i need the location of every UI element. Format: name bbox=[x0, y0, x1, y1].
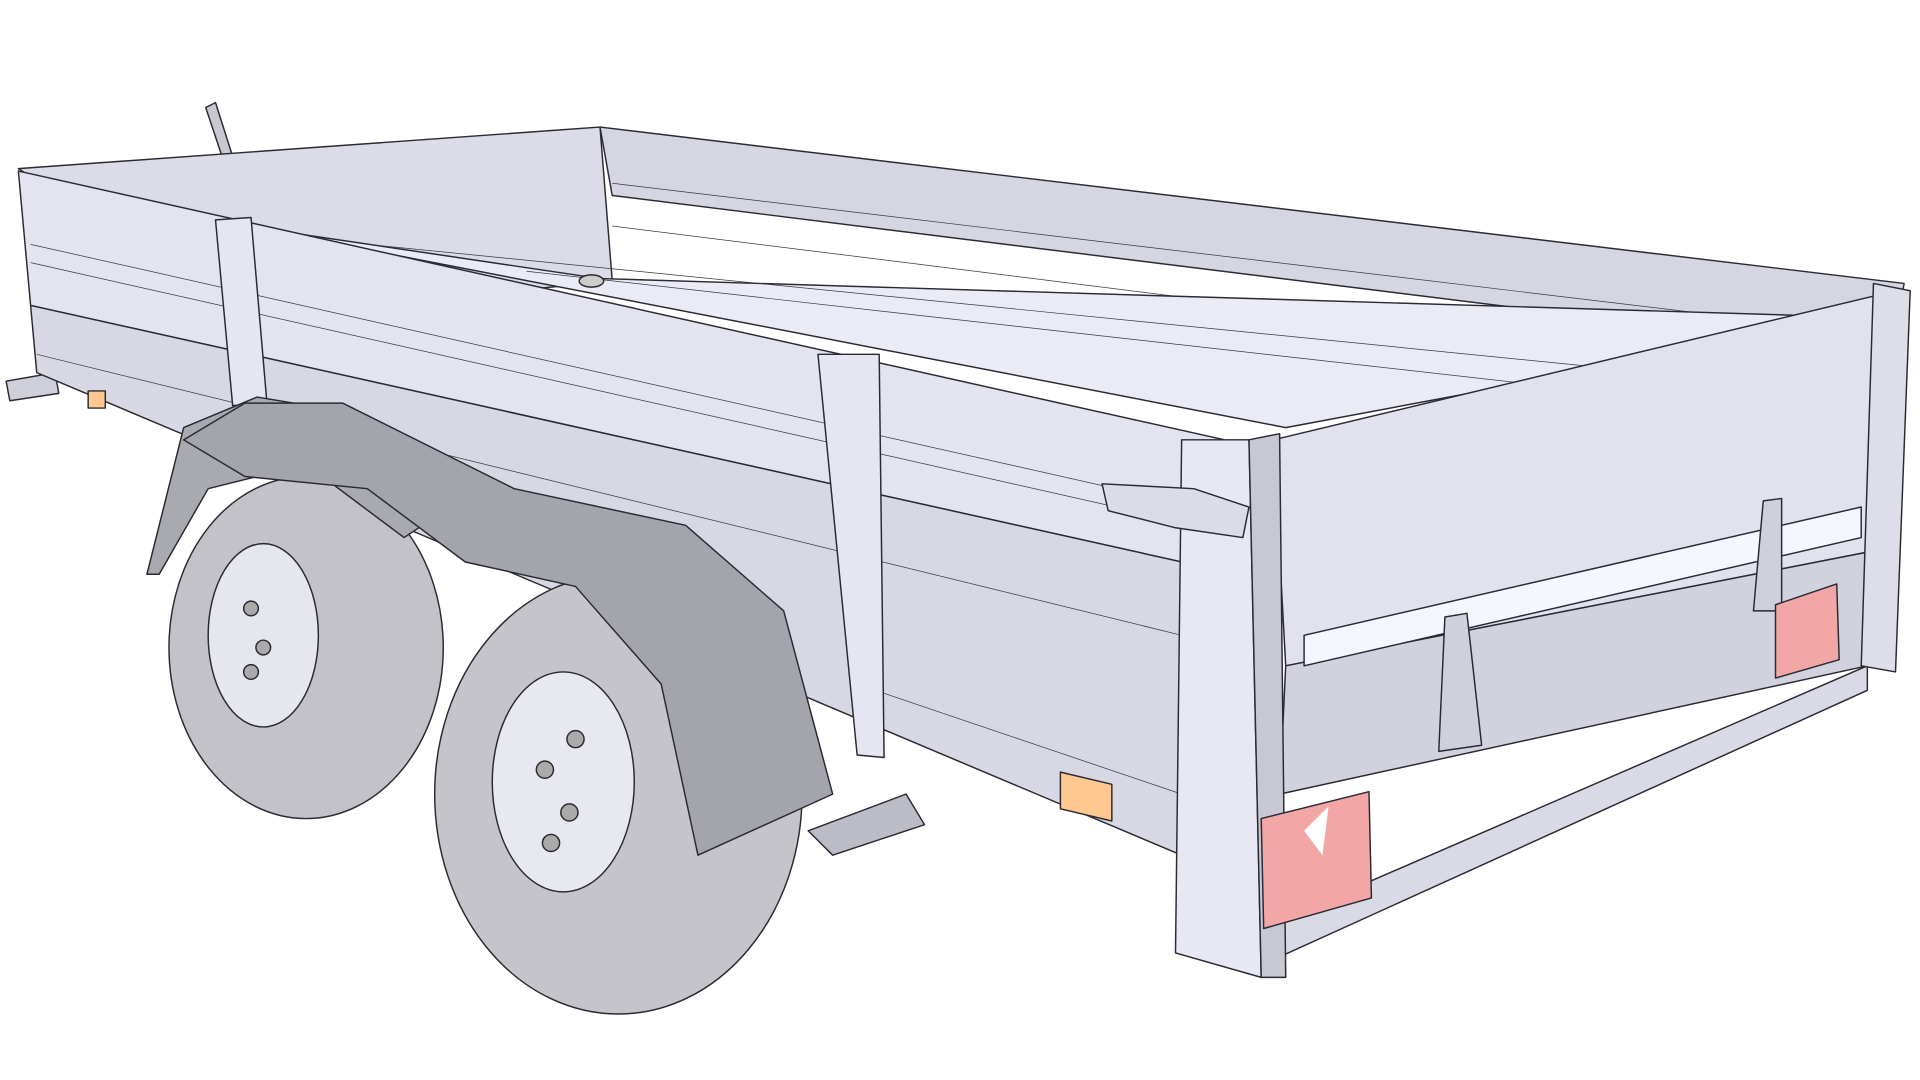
tail-light-left-white bbox=[1304, 806, 1329, 856]
tow-handle bbox=[5, 101, 234, 402]
tail-light-left bbox=[1260, 790, 1373, 930]
reflector-front bbox=[87, 390, 107, 409]
side-stake bbox=[817, 353, 885, 759]
far-corner-post bbox=[1860, 282, 1911, 673]
tail-light-right bbox=[1774, 583, 1840, 679]
side-latch bbox=[1101, 483, 1250, 539]
fender-rear bbox=[182, 402, 834, 856]
wheel-front bbox=[168, 475, 444, 820]
rear-hook-left bbox=[1438, 612, 1483, 753]
axle-hitch bbox=[807, 793, 926, 856]
reflector-side bbox=[1059, 771, 1113, 822]
floor-bolt bbox=[578, 274, 605, 288]
rear-white-strip bbox=[1303, 506, 1862, 667]
floor-lines bbox=[367, 243, 1592, 392]
